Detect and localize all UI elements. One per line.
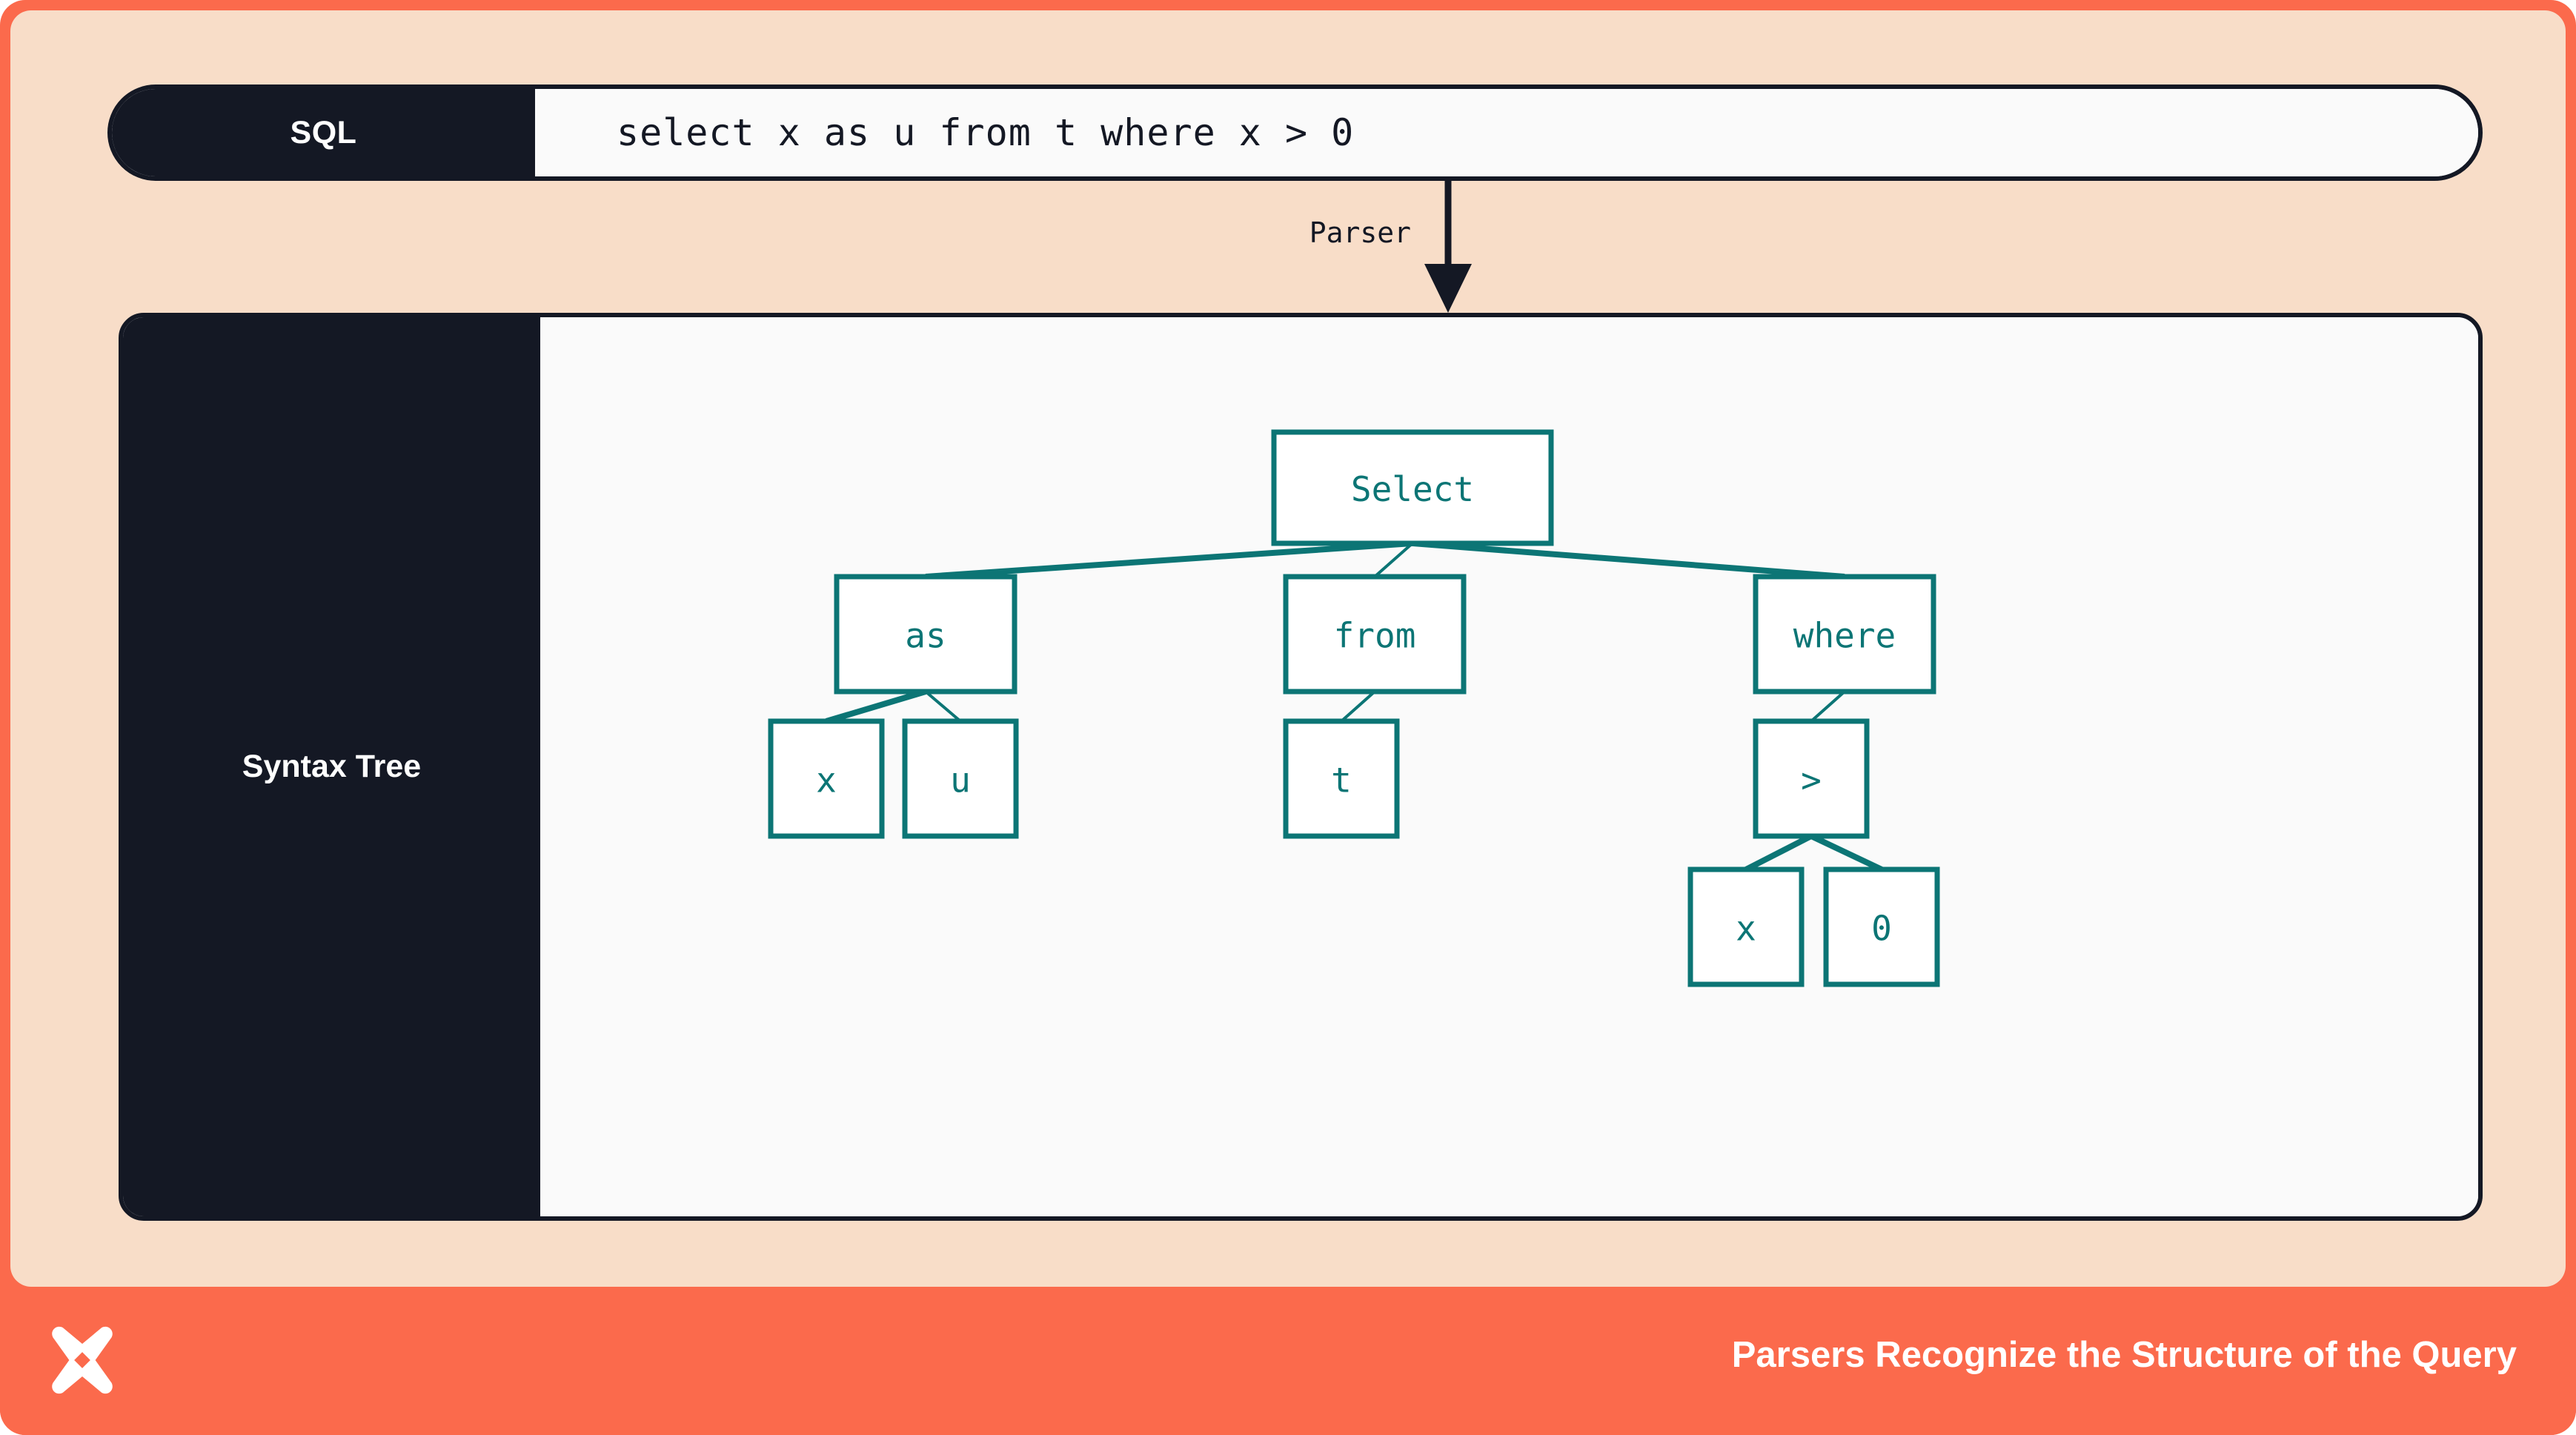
- tree-node-label: >: [1801, 760, 1822, 801]
- tree-edge: [1340, 690, 1376, 723]
- tree-node-label: x: [1736, 909, 1756, 949]
- tree-node-box: [1283, 574, 1467, 695]
- sql-label: SQL: [290, 114, 357, 150]
- footer-caption: Parsers Recognize the Structure of the Q…: [1731, 1335, 2517, 1375]
- parser-connector: Parser: [1270, 181, 1715, 314]
- tree-node-group: Select as from where x u t > x 0: [768, 429, 1940, 987]
- footer-bar: Parsers Recognize the Structure of the Q…: [0, 1287, 2576, 1435]
- content-card: SQL select x as u from t where x > 0 Par…: [10, 10, 2566, 1287]
- tree-edge: [1412, 540, 1845, 580]
- tree-edge: [825, 689, 927, 724]
- tree-node-label: Select: [1351, 469, 1474, 509]
- syntax-tree-label-cell: Syntax Tree: [123, 317, 540, 1216]
- sql-query-cell[interactable]: select x as u from t where x > 0: [535, 89, 2478, 176]
- tree-edge: [1810, 690, 1846, 723]
- tree-edge: [1373, 542, 1414, 578]
- tree-node[interactable]: as: [834, 574, 1018, 695]
- tree-node[interactable]: 0: [1823, 866, 1940, 987]
- tree-node[interactable]: u: [902, 718, 1019, 839]
- tree-node-box: [1271, 429, 1554, 546]
- tree-node-label: 0: [1871, 909, 1892, 949]
- tree-node[interactable]: where: [1753, 574, 1936, 695]
- tree-node-label: x: [816, 760, 837, 801]
- syntax-tree-graph: Select as from where x u t > x 0: [768, 429, 1940, 987]
- tree-node-label: u: [950, 760, 971, 801]
- x-star-logo-icon: [52, 1326, 113, 1394]
- tree-node-box: [1823, 866, 1940, 987]
- syntax-tree-label: Syntax Tree: [242, 749, 422, 784]
- sql-input-row: SQL select x as u from t where x > 0: [107, 84, 2483, 181]
- tree-node-box: [1753, 574, 1936, 695]
- sql-query-text: select x as u from t where x > 0: [617, 111, 1355, 154]
- tree-node[interactable]: t: [1283, 718, 1400, 839]
- tree-node-box: [768, 718, 885, 839]
- parser-label: Parser: [1309, 216, 1411, 249]
- tree-edge: [924, 690, 962, 723]
- tree-edge: [925, 540, 1413, 580]
- sql-label-cell: SQL: [112, 89, 535, 176]
- tree-node-label: where: [1793, 616, 1896, 656]
- tree-edge-group: [825, 540, 1883, 872]
- tree-node-box: [834, 574, 1018, 695]
- down-arrow-icon: [1424, 181, 1472, 313]
- tree-node[interactable]: >: [1753, 718, 1870, 839]
- tree-node-box: [1687, 866, 1805, 987]
- tree-node[interactable]: x: [1687, 866, 1805, 987]
- tree-edge: [1810, 833, 1883, 872]
- tree-node-box: [1283, 718, 1400, 839]
- tree-node[interactable]: Select: [1271, 429, 1554, 546]
- tree-edge: [1745, 833, 1813, 872]
- tree-node-box: [1753, 718, 1870, 839]
- tree-node[interactable]: from: [1283, 574, 1467, 695]
- syntax-tree-canvas: Select as from where x u t > x 0: [540, 317, 2478, 1216]
- tree-node-label: t: [1331, 760, 1352, 801]
- tree-node[interactable]: x: [768, 718, 885, 839]
- tree-node-box: [902, 718, 1019, 839]
- syntax-tree-panel: Syntax Tree Select as from where x u t > x 0: [119, 313, 2483, 1221]
- tree-node-label: from: [1334, 616, 1416, 656]
- tree-node-label: as: [905, 616, 946, 656]
